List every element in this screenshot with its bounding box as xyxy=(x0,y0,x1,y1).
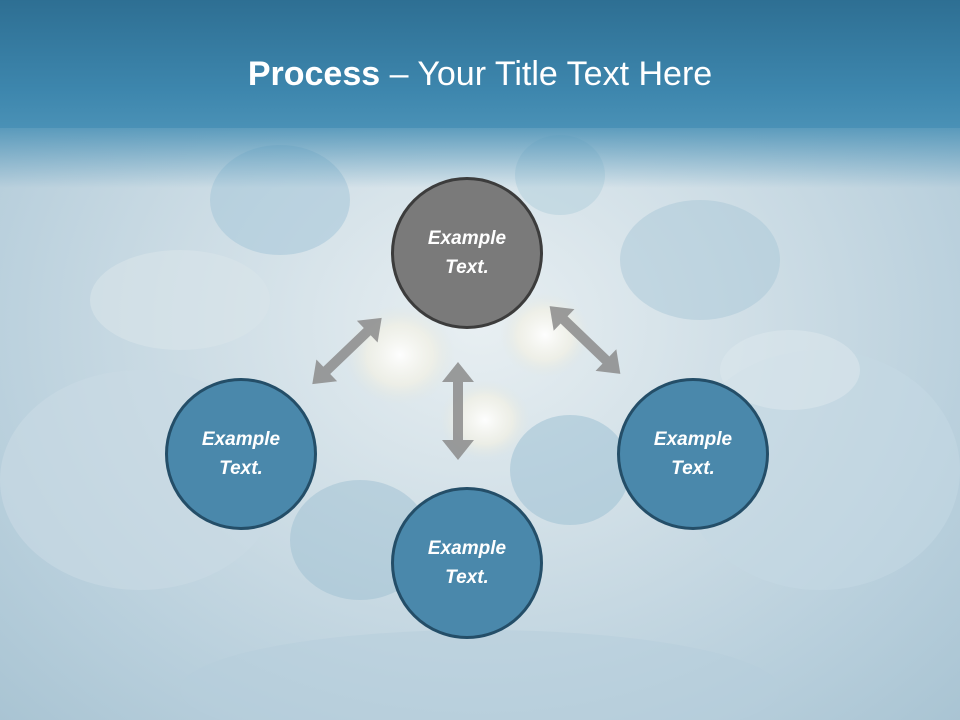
process-step-bottom[interactable]: Example Text. xyxy=(391,487,543,639)
process-step-left[interactable]: Example Text. xyxy=(165,378,317,530)
double-arrow-right xyxy=(549,306,621,374)
step-label: Example Text. xyxy=(427,228,507,278)
title-bar xyxy=(0,0,960,128)
slide-title[interactable]: Process – Your Title Text Here xyxy=(0,52,960,96)
double-arrow-vertical xyxy=(442,362,474,460)
title-bold: Process xyxy=(247,55,381,93)
title-rest: – Your Title Text Here xyxy=(380,55,713,93)
process-step-right[interactable]: Example Text. xyxy=(617,378,769,530)
step-label: Example Text. xyxy=(427,538,507,588)
process-step-top[interactable]: Example Text. xyxy=(391,177,543,329)
double-arrow-left xyxy=(312,317,382,385)
step-label: Example Text. xyxy=(653,429,733,479)
step-label: Example Text. xyxy=(201,429,281,479)
